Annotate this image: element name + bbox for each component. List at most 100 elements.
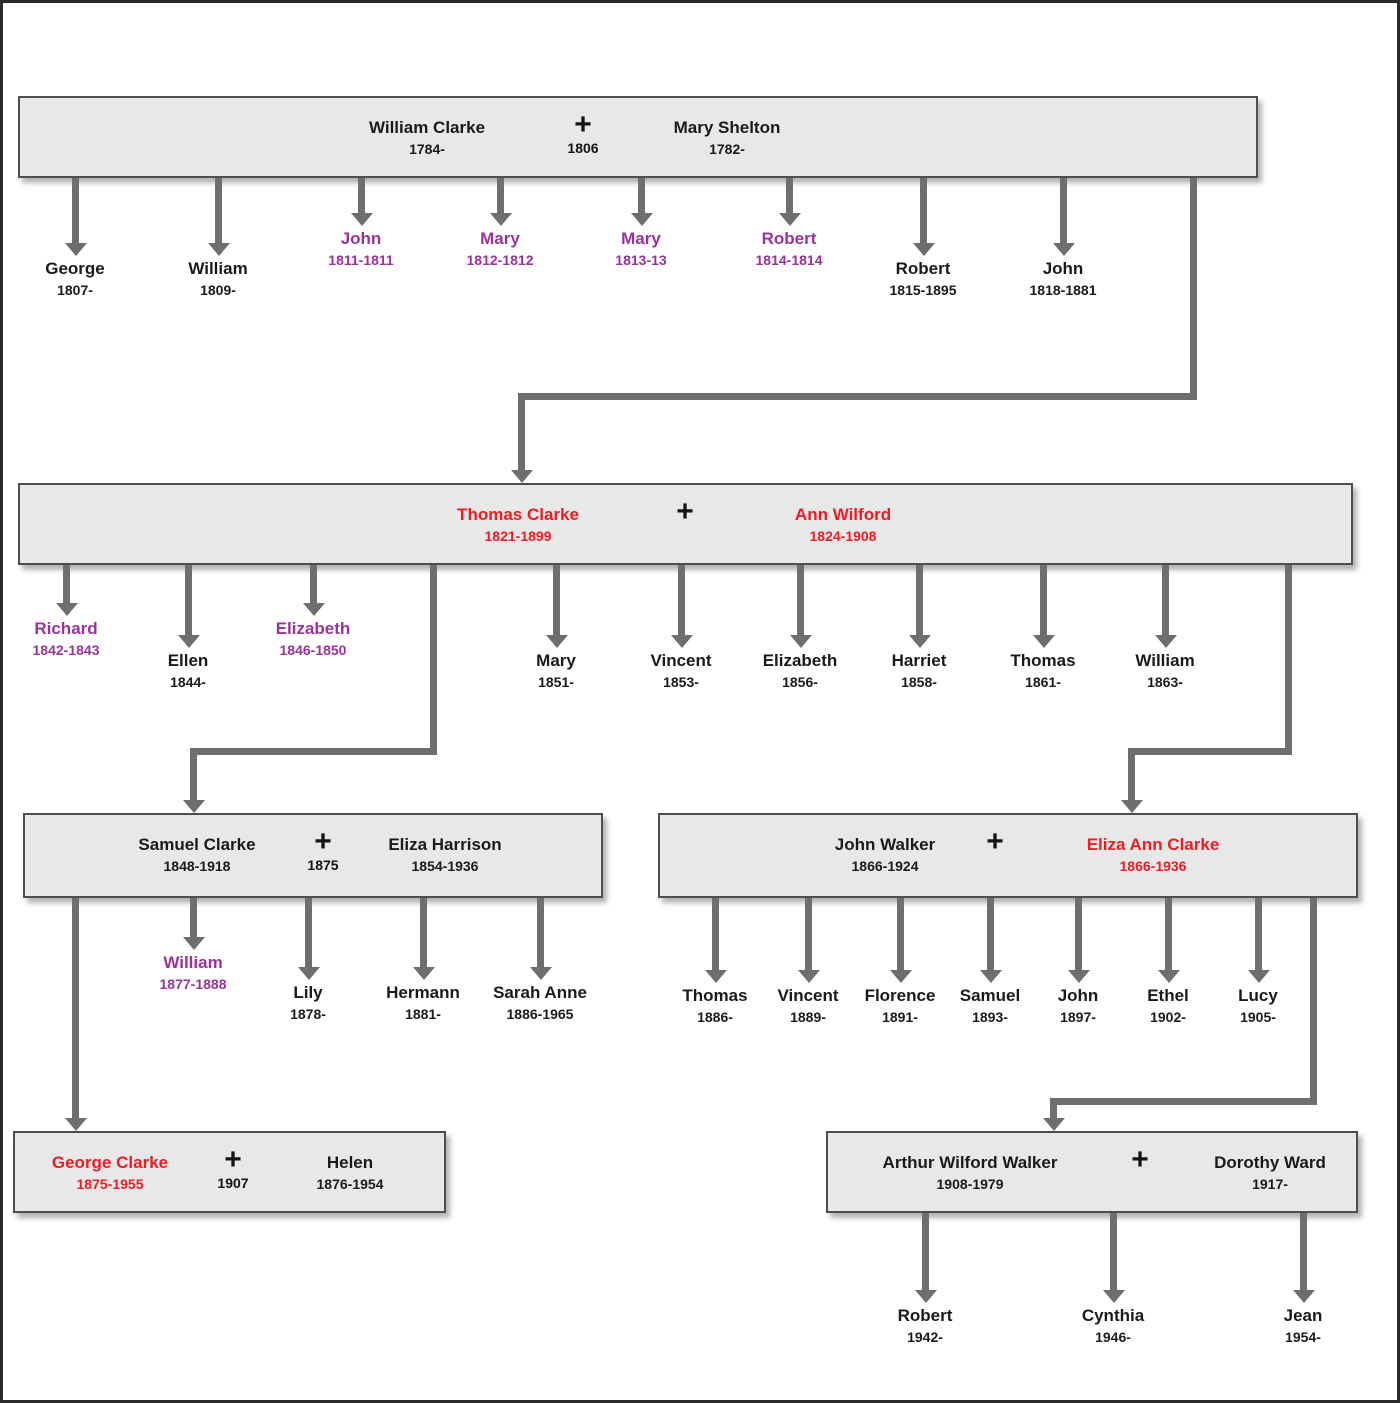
person-dates: 1875-1955 (76, 1176, 144, 1192)
child-node-william: William 1877-1888 (160, 953, 227, 992)
person-dates: 1815-1895 (889, 282, 957, 298)
person-dates: 1893- (972, 1009, 1008, 1025)
child-node-florence: Florence 1891- (865, 986, 936, 1025)
person-name: Lily (293, 983, 323, 1002)
child-node-richard: Richard 1842-1843 (33, 619, 100, 658)
person-name: Mary (480, 229, 520, 248)
marriage-group: + (676, 497, 694, 527)
person-samuel-clarke: Samuel Clarke 1848-1918 (138, 835, 255, 874)
person-dates: 1811-1811 (328, 252, 394, 268)
person-name: Cynthia (1081, 1306, 1145, 1325)
person-dates: 1821-1899 (484, 528, 552, 544)
person-name: Elizabeth (762, 651, 838, 670)
child-arrow (63, 565, 70, 603)
person-thomas-clarke: Thomas Clarke 1821-1899 (457, 505, 579, 544)
child-arrow (1255, 898, 1262, 970)
couple-box-william-clarke-mary-shelton: William Clarke 1784- + 1806 Mary Shelton… (18, 96, 1258, 178)
child-node-lily: Lily 1878- (290, 983, 326, 1022)
descent-connector-segment (430, 565, 437, 755)
child-node-robert-2: Robert 1815-1895 (890, 259, 957, 298)
person-name: Eliza Harrison (388, 835, 502, 854)
person-dates: 1784- (409, 141, 445, 157)
child-arrow (553, 565, 560, 635)
child-arrow (678, 565, 685, 635)
person-name: Hermann (386, 983, 460, 1002)
child-arrow (190, 898, 197, 937)
marriage-plus-icon: + (574, 108, 592, 141)
person-name: William Clarke (368, 118, 486, 137)
person-dates: 1842-1843 (32, 642, 100, 658)
child-node-vincent: Vincent 1853- (650, 651, 711, 690)
child-node-robert: Robert 1942- (898, 1306, 953, 1345)
person-name: Ethel (1147, 986, 1189, 1005)
child-node-ellen: Ellen 1844- (168, 651, 209, 690)
person-dates: 1897- (1060, 1009, 1096, 1025)
person-dates: 1889- (790, 1009, 826, 1025)
person-name: William (188, 259, 248, 278)
person-name: George (45, 259, 105, 278)
person-dates: 1824-1908 (809, 528, 877, 544)
person-dates: 1854-1936 (411, 858, 479, 874)
person-name: George Clarke (51, 1153, 169, 1172)
person-dates: 1861- (1025, 674, 1061, 690)
person-dates: 1866-1936 (1119, 858, 1187, 874)
person-dates: 1848-1918 (163, 858, 231, 874)
descent-connector-arrow (518, 393, 525, 470)
person-mary-shelton: Mary Shelton 1782- (674, 118, 781, 157)
child-arrow (920, 178, 927, 243)
child-arrow (1162, 565, 1169, 635)
child-arrow (1040, 565, 1047, 635)
person-name: John (1042, 259, 1084, 278)
child-arrow (1300, 1213, 1307, 1290)
marriage-group: + 1875 (307, 825, 338, 874)
child-arrow (786, 178, 793, 213)
marriage-group: + (1131, 1145, 1149, 1175)
person-name: Ann Wilford (794, 505, 892, 524)
person-dates: 1954- (1285, 1329, 1321, 1345)
person-dates: 1886- (697, 1009, 733, 1025)
person-name: Arthur Wilford Walker (882, 1153, 1058, 1172)
person-dates: 1908-1979 (936, 1176, 1004, 1192)
person-name: Samuel (959, 986, 1021, 1005)
child-node-lucy: Lucy 1905- (1238, 986, 1278, 1025)
person-name: John (340, 229, 382, 248)
child-arrow (1165, 898, 1172, 970)
person-dates: 1905- (1240, 1009, 1276, 1025)
child-arrow (638, 178, 645, 213)
person-name: Vincent (777, 986, 839, 1005)
person-dates: 1863- (1147, 674, 1183, 690)
child-node-thomas: Thomas 1886- (682, 986, 747, 1025)
marriage-plus-icon: + (224, 1143, 242, 1176)
person-arthur-wilford-walker: Arthur Wilford Walker 1908-1979 (883, 1153, 1058, 1192)
person-name: John (1057, 986, 1099, 1005)
marriage-group: + 1907 (217, 1143, 248, 1192)
marriage-plus-icon: + (314, 825, 332, 858)
person-eliza-ann-clarke: Eliza Ann Clarke 1866-1936 (1087, 835, 1220, 874)
person-dates: 1891- (882, 1009, 918, 1025)
person-dates: 1807- (57, 282, 93, 298)
person-name: Florence (864, 986, 936, 1005)
descent-connector-segment (190, 748, 437, 755)
child-arrow (1060, 178, 1067, 243)
child-arrow (1075, 898, 1082, 970)
descent-connector-arrow (72, 898, 79, 1118)
couple-box-george-clarke-helen: George Clarke 1875-1955 + 1907 Helen 187… (13, 1131, 446, 1213)
person-name: Thomas Clarke (457, 505, 579, 524)
child-arrow (185, 565, 192, 635)
person-dates: 1856- (782, 674, 818, 690)
person-name: Sarah Anne (493, 983, 587, 1002)
person-dates: 1814-1814 (755, 252, 823, 268)
person-dates: 1853- (663, 674, 699, 690)
child-arrow (420, 898, 427, 967)
child-node-harriet: Harriet 1858- (892, 651, 947, 690)
descent-connector-segment (1190, 178, 1197, 400)
child-node-samuel: Samuel 1893- (960, 986, 1020, 1025)
child-node-robert: Robert 1814-1814 (756, 229, 823, 268)
person-dorothy-ward: Dorothy Ward 1917- (1214, 1153, 1326, 1192)
child-arrow (305, 898, 312, 967)
child-node-thomas: Thomas 1861- (1010, 651, 1075, 690)
marriage-group: + 1806 (567, 108, 598, 157)
person-name: Robert (761, 229, 817, 248)
marriage-plus-icon: + (986, 825, 1004, 858)
person-name: Harriet (891, 651, 947, 670)
